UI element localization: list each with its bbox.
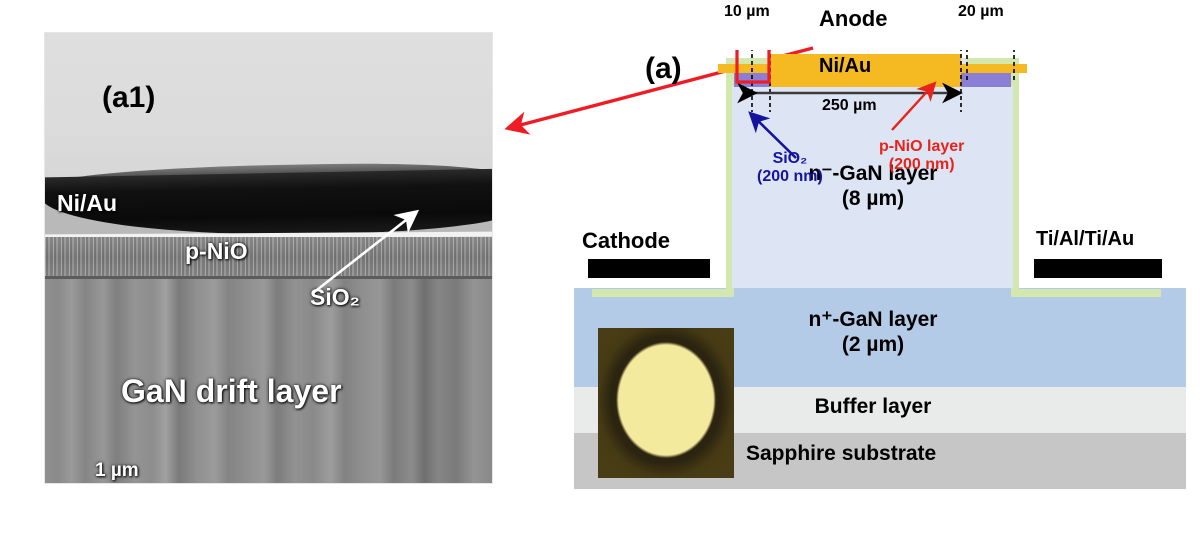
anode-metal-label: Ni/Au bbox=[819, 55, 872, 77]
tem-micrograph-panel: (a1) Ni/Au p-NiO SiO₂ GaN drift layer 1 … bbox=[45, 33, 492, 483]
device-cross-section-schematic: Anode Ni/Au Cathode Ti/Al/Ti/Au n⁻-GaN l… bbox=[574, 3, 1186, 490]
pnio-callout: p-NiO layer (200 nm) bbox=[879, 138, 964, 175]
n-plus-gan-label: n⁺-GaN layer (2 µm) bbox=[758, 308, 988, 358]
sio2-passivation-foot-left bbox=[592, 289, 734, 297]
panel-label-a: (a) bbox=[645, 52, 682, 85]
anode-label: Anode bbox=[819, 6, 888, 31]
scale-bar-label: 1 µm bbox=[95, 460, 139, 481]
cathode-label: Cathode bbox=[582, 228, 670, 253]
n-minus-gan-label-line2: (8 µm) bbox=[841, 186, 905, 210]
cathode-electrode-right bbox=[1034, 259, 1162, 278]
pnio-callout-line2: (200 nm) bbox=[888, 156, 955, 174]
cathode-electrode-left bbox=[588, 259, 710, 278]
sio2-passivation-sidewall-left bbox=[726, 58, 734, 297]
top-view-device-micrograph-inset bbox=[598, 328, 734, 478]
sio2-callout: SiO₂ (200 nm) bbox=[757, 150, 823, 187]
tem-label-niau: Ni/Au bbox=[57, 190, 118, 216]
n-plus-gan-label-line2: (2 µm) bbox=[841, 332, 905, 356]
n-minus-gan-label-line1: n⁻-GaN layer bbox=[808, 162, 938, 185]
dimension-250um: 250 µm bbox=[822, 97, 877, 114]
tem-label-gan-drift-layer: GaN drift layer bbox=[121, 373, 342, 409]
dimension-10um: 10 µm bbox=[724, 3, 770, 20]
cathode-metal-label: Ti/Al/Ti/Au bbox=[1036, 228, 1135, 250]
tem-vacuum-region bbox=[45, 33, 492, 185]
n-plus-gan-label-line1: n⁺-GaN layer bbox=[808, 308, 938, 331]
sapphire-substrate-label: Sapphire substrate bbox=[746, 442, 937, 465]
inset-circular-anode bbox=[598, 328, 734, 478]
tem-layer-gan-drift bbox=[45, 279, 492, 483]
panel-label-a1: (a1) bbox=[102, 81, 156, 114]
sio2-passivation-foot-right bbox=[1011, 289, 1161, 297]
tem-layer-pnio bbox=[45, 237, 492, 278]
tem-pnio-bottom-edge bbox=[45, 276, 492, 279]
sio2-passivation-sidewall-right bbox=[1011, 58, 1019, 297]
pnio-callout-line1: p-NiO layer bbox=[879, 138, 965, 155]
tem-label-pnio: p-NiO bbox=[185, 238, 248, 264]
sio2-callout-line1: SiO₂ bbox=[772, 150, 808, 167]
buffer-layer-label: Buffer layer bbox=[814, 395, 932, 418]
sio2-pointer-arrow bbox=[312, 209, 420, 295]
dimension-20um: 20 µm bbox=[958, 3, 1004, 20]
n-minus-gan-label: n⁻-GaN layer (8 µm) bbox=[758, 162, 988, 212]
sio2-callout-line2: (200 nm) bbox=[757, 168, 823, 186]
